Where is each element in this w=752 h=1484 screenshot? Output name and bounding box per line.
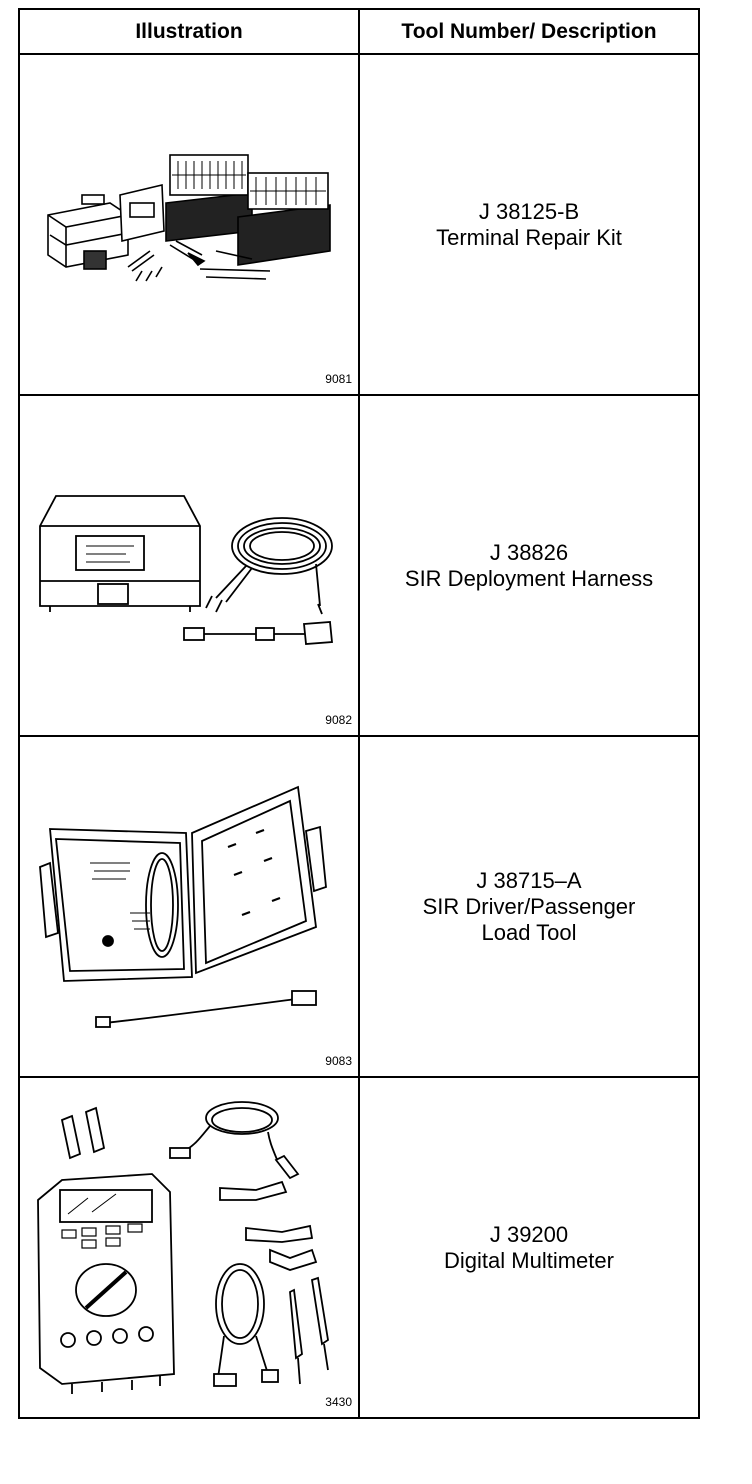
- tool-name: Digital Multimeter: [444, 1247, 614, 1273]
- header-illustration: Illustration: [20, 10, 360, 53]
- figure-number: 9081: [325, 372, 352, 386]
- tool-number: J 39200: [489, 1221, 569, 1247]
- table-row: 9081 J 38125-B Terminal Repair Kit: [20, 55, 698, 396]
- tool-description: J 38125-B Terminal Repair Kit: [360, 55, 698, 394]
- tool-description: J 39200 Digital Multimeter: [360, 1078, 698, 1417]
- tool-name: Terminal Repair Kit: [436, 224, 622, 250]
- tool-number: J 38826: [489, 539, 569, 565]
- tool-description: J 38715–A SIR Driver/Passenger Load Tool: [360, 737, 698, 1076]
- table-header: Illustration Tool Number/ Description: [20, 10, 698, 55]
- illustration-cell: 3430: [20, 1078, 360, 1417]
- header-tool-number: Tool Number/ Description: [401, 19, 657, 43]
- table-row: 3430 J 39200 Digital Multimeter: [20, 1078, 698, 1417]
- digital-multimeter-icon: [37, 1101, 329, 1394]
- figure-number: 3430: [325, 1395, 352, 1409]
- tool-name: SIR Driver/Passenger: [422, 893, 636, 919]
- figure-number: 9083: [325, 1054, 352, 1068]
- table-row: 9082 J 38826 SIR Deployment Harness: [20, 396, 698, 737]
- illustration-cell: 9081: [20, 55, 360, 394]
- tool-table: Illustration Tool Number/ Description: [18, 8, 700, 1419]
- tool-name-line2: Load Tool: [481, 919, 577, 945]
- deployment-harness-icon: [39, 495, 333, 645]
- tool-number: J 38125-B: [478, 198, 580, 224]
- terminal-repair-kit-icon: [47, 154, 331, 282]
- illustration-cell: 9083: [20, 737, 360, 1076]
- tool-name: SIR Deployment Harness: [404, 565, 654, 591]
- table-row: 9083 J 38715–A SIR Driver/Passenger Load…: [20, 737, 698, 1078]
- load-tool-icon: [39, 785, 327, 1028]
- tool-number: J 38715–A: [476, 867, 582, 893]
- tool-description: J 38826 SIR Deployment Harness: [360, 396, 698, 735]
- illustration-cell: 9082: [20, 396, 360, 735]
- figure-number: 9082: [325, 713, 352, 727]
